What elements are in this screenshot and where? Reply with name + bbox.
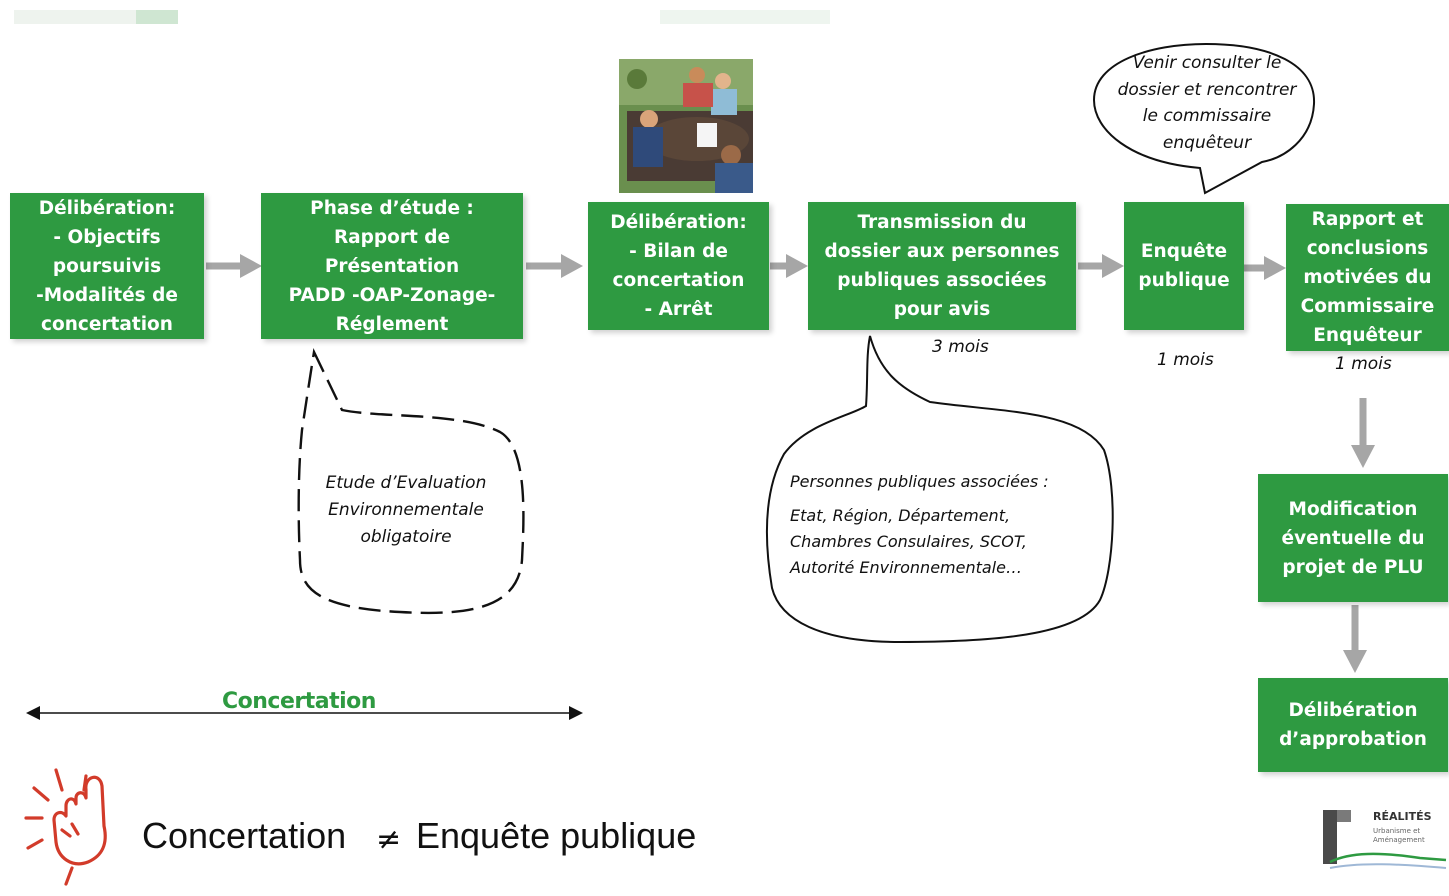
flow-arrows (206, 254, 1375, 673)
not-equal-sign: ≠ (376, 822, 402, 857)
step-enquete-publique: Enquête publique (1124, 202, 1244, 330)
step-modification-plu: Modification éventuelle du projet de PLU (1258, 474, 1448, 602)
arrow-right-icon (526, 254, 583, 278)
commissaire-bubble-text: Venir consulter le dossier et rencontrer… (1117, 53, 1297, 153)
step-deliberation-approbation: Délibération d’approbation (1258, 678, 1448, 772)
top-decoration-bar (136, 10, 178, 24)
meeting-clipart-icon (619, 59, 753, 193)
step-transmission-ppa: Transmission du dossier aux personnes pu… (808, 202, 1076, 330)
step-deliberation-initiale: Délibération: - Objectifs poursuivis -Mo… (10, 193, 204, 339)
ppa-bubble-shape (766, 335, 1114, 644)
step-deliberation-arret: Délibération: - Bilan de concertation - … (588, 202, 769, 330)
concertation-timeline-arrow (26, 706, 583, 720)
footer-concertation: Concertation (142, 815, 347, 856)
commissaire-bubble-shape (1092, 42, 1316, 195)
realites-logo-icon (1323, 810, 1447, 869)
step-rapport-commissaire: Rapport et conclusions motivées du Commi… (1286, 204, 1449, 351)
duration-enquete: 1 mois (1157, 350, 1214, 370)
hand-pointing-icon (24, 768, 107, 886)
ppa-bubble-title: Personnes publiques associées : (790, 472, 1049, 491)
logo-subtitle: Urbanisme et Aménagement (1373, 827, 1425, 844)
arrow-right-icon (1078, 254, 1124, 278)
concertation-label: Concertation (222, 689, 376, 714)
evaluation-bubble-shape (297, 348, 525, 615)
arrow-down-icon (1343, 605, 1367, 673)
arrow-right-icon (206, 254, 262, 278)
top-decoration-bar (660, 10, 830, 24)
arrow-down-icon (1351, 398, 1375, 468)
footer-enquete-publique: Enquête publique (416, 815, 697, 856)
top-decoration-bar (14, 10, 144, 24)
duration-rapport: 1 mois (1335, 354, 1392, 374)
evaluation-bubble-text: Etude d’Evaluation Environnementale obli… (325, 473, 487, 547)
arrow-right-icon (770, 254, 808, 278)
arrow-right-icon (1244, 256, 1286, 280)
step-phase-etude: Phase d’étude : Rapport de Présentation … (261, 193, 523, 339)
ppa-bubble-list: Etat, Région, Département, Chambres Cons… (790, 506, 1027, 577)
duration-transmission: 3 mois (932, 337, 989, 357)
logo-title: RÉALITÉS (1373, 810, 1432, 823)
